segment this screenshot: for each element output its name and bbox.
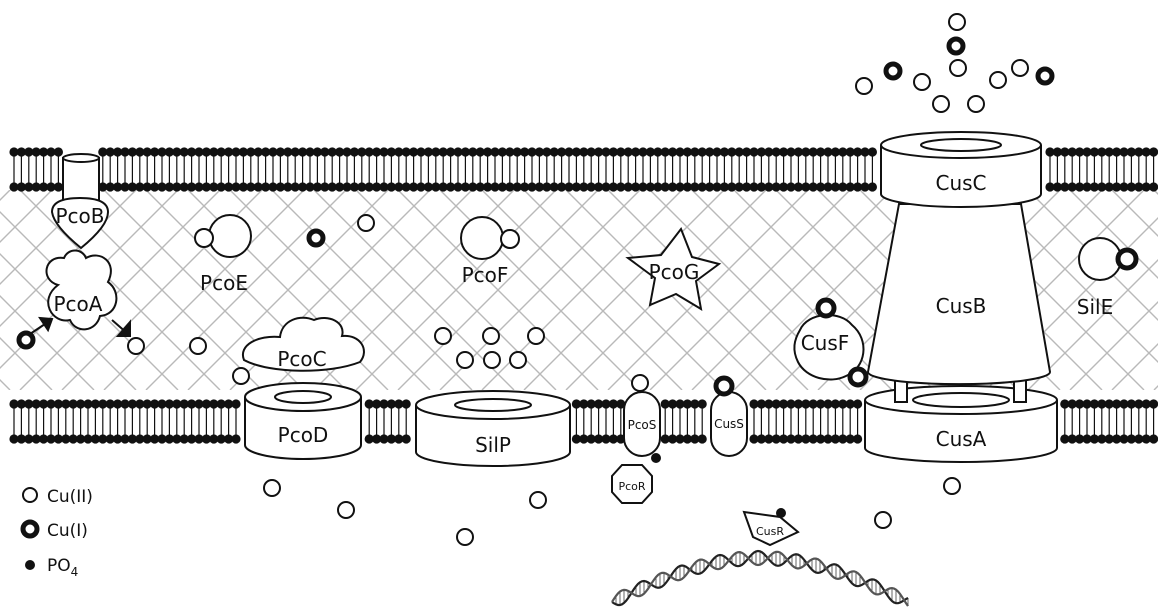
silp-label: SilP bbox=[475, 433, 511, 457]
pcof-label: PcoF bbox=[462, 263, 509, 287]
pcos-label: PcoS bbox=[628, 418, 657, 432]
pcoe-label: PcoE bbox=[200, 271, 248, 295]
cusb-protein: CusB bbox=[866, 203, 1052, 386]
pcor-protein: PcoR bbox=[611, 464, 653, 504]
pcoa-label: PcoA bbox=[54, 292, 103, 316]
legend-po4-label: PO4 bbox=[47, 556, 78, 579]
pcod-label: PcoD bbox=[278, 423, 329, 447]
cuss-protein: CusS bbox=[710, 375, 748, 457]
legend: Cu(II) Cu(I) PO4 bbox=[20, 487, 93, 579]
cusa-label: CusA bbox=[936, 427, 987, 451]
cuss-label: CusS bbox=[714, 417, 744, 431]
arrow-out-icon bbox=[111, 319, 131, 337]
legend-cu1-label: Cu(I) bbox=[47, 521, 88, 541]
pcor-label: PcoR bbox=[618, 480, 645, 493]
pcos-protein: PcoS bbox=[623, 374, 661, 463]
cusa-protein: CusA bbox=[864, 377, 1058, 463]
silp-protein: SilP bbox=[415, 390, 571, 467]
cu2-legend-icon bbox=[22, 487, 38, 503]
outer-membrane bbox=[9, 147, 1158, 192]
cu1-legend-icon bbox=[20, 519, 40, 539]
pcoc-label: PcoC bbox=[277, 347, 326, 371]
pcoe-protein: PcoE bbox=[194, 214, 252, 295]
arrow-in-icon bbox=[29, 316, 54, 335]
pcoc-protein: PcoC bbox=[241, 316, 365, 372]
dna-helix bbox=[611, 549, 909, 607]
cusb-label: CusB bbox=[936, 294, 987, 318]
pcod-protein: PcoD bbox=[244, 382, 362, 460]
cusf-label: CusF bbox=[801, 331, 850, 355]
pcob-protein: PcoB bbox=[50, 153, 110, 250]
pcog-label: PcoG bbox=[649, 260, 700, 284]
cusr-protein: CusR bbox=[742, 508, 800, 547]
copper-ions bbox=[16, 13, 1055, 546]
cusc-label: CusC bbox=[935, 171, 986, 195]
sile-protein: SilE bbox=[1077, 237, 1139, 319]
pcof-protein: PcoF bbox=[460, 216, 520, 287]
pcob-label: PcoB bbox=[55, 204, 104, 228]
cusf-protein: CusF bbox=[793, 297, 869, 388]
cusr-label: CusR bbox=[756, 525, 784, 538]
sile-label: SilE bbox=[1077, 295, 1113, 319]
pcog-protein: PcoG bbox=[625, 226, 722, 311]
legend-cu2-label: Cu(II) bbox=[47, 487, 93, 507]
pcoa-protein: PcoA bbox=[29, 249, 131, 337]
cusc-protein: CusC bbox=[880, 131, 1042, 208]
po4-legend-icon bbox=[25, 560, 35, 570]
inner-membrane bbox=[9, 399, 1158, 444]
